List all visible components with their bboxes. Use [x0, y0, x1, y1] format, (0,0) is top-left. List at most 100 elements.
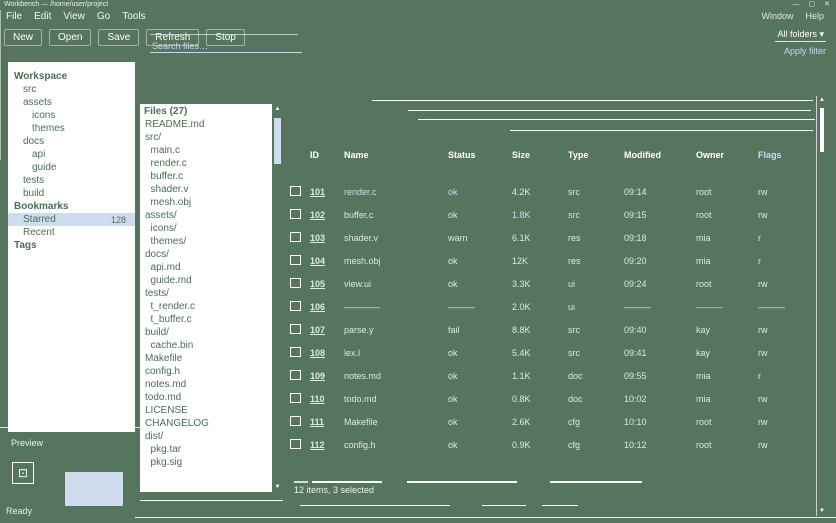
search-input[interactable] [150, 39, 302, 53]
table-scroll-up-icon[interactable]: ▲ [819, 97, 825, 103]
sidebar-item-tags[interactable]: Tags [8, 239, 135, 252]
menu-go[interactable]: Go [96, 11, 111, 22]
column-header-id[interactable]: ID [310, 150, 319, 160]
list-item[interactable]: Makefile [145, 353, 183, 364]
row-checkbox-icon[interactable] [290, 415, 301, 426]
table-scrollbar[interactable]: ▲ ▼ [816, 96, 827, 516]
menu-view[interactable]: View [63, 11, 85, 22]
column-header-status[interactable]: Status [448, 150, 476, 160]
list-item[interactable]: pkg.tar [145, 444, 182, 455]
list-item[interactable]: notes.md [145, 379, 187, 390]
column-header-size[interactable]: Size [512, 150, 531, 160]
close-icon[interactable]: ✕ [824, 1, 830, 8]
list-scrollbar-thumb[interactable] [274, 118, 281, 164]
table-scrollbar-thumb[interactable] [820, 108, 824, 152]
sidebar-item-src[interactable]: src [8, 83, 135, 96]
select-region-button[interactable]: ⊡ [12, 462, 34, 484]
menu-file[interactable]: File [6, 11, 23, 22]
sidebar-item-workspace[interactable]: Workspace [8, 70, 135, 83]
list-item[interactable]: api.md [145, 262, 181, 273]
column-header-type[interactable]: Type [568, 150, 589, 160]
row-checkbox-icon[interactable] [290, 438, 301, 449]
list-item[interactable]: icons/ [145, 223, 177, 234]
list-item[interactable]: render.c [145, 158, 187, 169]
maximize-icon[interactable]: ▢ [808, 1, 816, 8]
column-header-name[interactable]: Name [344, 150, 369, 160]
menu-window[interactable]: Window [761, 11, 794, 21]
list-item[interactable]: t_buffer.c [145, 314, 192, 325]
list-item[interactable]: shader.v [145, 184, 189, 195]
row-checkbox-icon[interactable] [290, 392, 301, 403]
scroll-up-icon[interactable]: ▲ [274, 106, 281, 112]
list-item[interactable]: config.h [145, 366, 181, 377]
list-item[interactable]: dist/ [145, 431, 164, 442]
list-item[interactable]: docs/ [145, 249, 169, 260]
save-button[interactable]: Save [98, 29, 140, 46]
menu-help[interactable]: Help [805, 11, 824, 21]
sidebar-item-build[interactable]: build [8, 187, 135, 200]
menu-edit[interactable]: Edit [34, 11, 52, 22]
list-item[interactable]: themes/ [145, 236, 187, 247]
list-item[interactable]: build/ [145, 327, 169, 338]
list-item[interactable]: CHANGELOG [145, 418, 209, 429]
list-item[interactable]: tests/ [145, 288, 169, 299]
sidebar-item-tests[interactable]: tests [8, 174, 135, 187]
list-item[interactable]: cache.bin [145, 340, 194, 351]
row-checkbox-icon[interactable] [290, 208, 301, 219]
row-checkbox-icon[interactable] [290, 254, 301, 265]
sidebar-item-themes[interactable]: themes [8, 122, 135, 135]
sidebar-item-icons[interactable]: icons [8, 109, 135, 122]
row-checkbox-icon[interactable] [290, 277, 301, 288]
sidebar-item-bookmarks[interactable]: Bookmarks [8, 200, 135, 213]
sidebar-item-assets[interactable]: assets [8, 96, 135, 109]
row-checkbox-icon[interactable] [290, 185, 301, 196]
scroll-down-icon[interactable]: ▼ [274, 484, 281, 490]
list-item[interactable]: t_render.c [145, 301, 196, 312]
list-item[interactable]: main.c [145, 145, 181, 156]
column-header-modified[interactable]: Modified [624, 150, 661, 160]
list-item[interactable]: README.md [145, 119, 205, 130]
sidebar-item-api[interactable]: api [8, 148, 135, 161]
sidebar-item-recent[interactable]: Recent [8, 226, 135, 239]
list-item[interactable]: todo.md [145, 392, 182, 403]
list-item[interactable]: pkg.sig [145, 457, 183, 468]
apply-filter-button[interactable]: Apply filter [783, 46, 826, 56]
filter-dropdown[interactable]: All folders ▾ [775, 28, 826, 42]
list-scrollbar[interactable]: ▲ ▼ [272, 104, 283, 492]
row-checkbox-icon[interactable] [290, 231, 301, 242]
list-item[interactable]: LICENSE [145, 405, 188, 416]
column-header-owner[interactable]: Owner [696, 150, 725, 160]
menu-tools[interactable]: Tools [122, 11, 146, 22]
list-item[interactable]: src/ [145, 132, 162, 143]
table-scroll-down-icon[interactable]: ▼ [819, 508, 825, 514]
row-checkbox-icon[interactable] [290, 346, 301, 357]
open-button[interactable]: Open [49, 29, 92, 46]
list-item[interactable]: assets/ [145, 210, 177, 221]
list-item[interactable]: guide.md [145, 275, 192, 286]
row-checkbox-icon[interactable] [290, 323, 301, 334]
column-header-select[interactable] [290, 150, 310, 160]
row-checkbox-icon[interactable] [290, 300, 301, 311]
sidebar-item-docs[interactable]: docs [8, 135, 135, 148]
column-header-flags[interactable]: Flags [758, 150, 782, 160]
list-item[interactable]: mesh.obj [145, 197, 192, 208]
minimize-icon[interactable]: — [792, 1, 800, 8]
row-checkbox-icon[interactable] [290, 369, 301, 380]
new-button[interactable]: New [4, 29, 43, 46]
list-item[interactable]: buffer.c [145, 171, 184, 182]
preview-thumbnail[interactable] [65, 472, 123, 506]
sidebar-item-guide[interactable]: guide [8, 161, 135, 174]
